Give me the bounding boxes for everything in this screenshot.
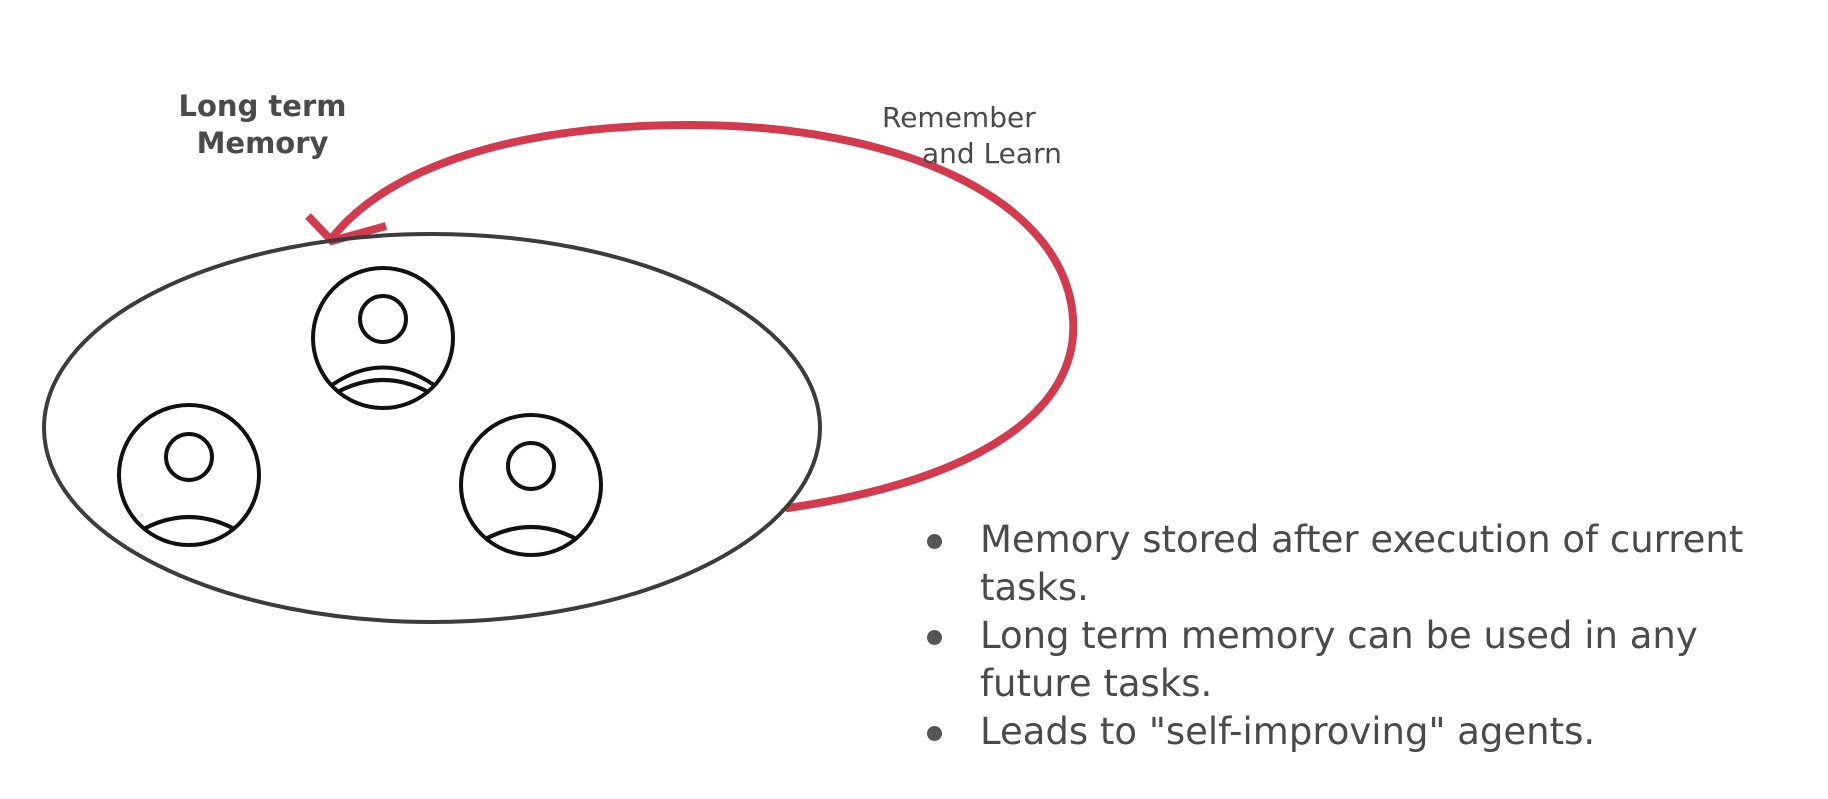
user-icon <box>459 413 603 557</box>
bullet-item: Leads to "self-improving" agents. <box>920 708 1820 756</box>
user-icon <box>117 403 261 547</box>
bullet-list: Memory stored after execution of current… <box>920 516 1820 756</box>
memory-title-line2: Memory <box>196 126 329 160</box>
arrow-label-line1: Remember <box>882 101 1036 134</box>
memory-ellipse <box>42 232 822 624</box>
bullet-text: Memory stored after execution of current… <box>980 518 1744 609</box>
bullet-item: Memory stored after execution of current… <box>920 516 1820 612</box>
bullet-item: Long term memory can be used in any futu… <box>920 612 1820 708</box>
feedback-arrow-curve <box>328 120 1078 512</box>
user-icon <box>311 266 455 410</box>
memory-title-line1: Long term <box>178 89 347 123</box>
bullet-dot-icon <box>927 726 942 741</box>
arrow-label-line2: and Learn <box>922 137 1062 170</box>
bullet-dot-icon <box>927 630 942 645</box>
bullet-text: Long term memory can be used in any futu… <box>980 614 1698 705</box>
memory-title: Long term Memory <box>150 88 375 162</box>
arrow-label: Remember and Learn <box>860 100 1062 172</box>
bullet-dot-icon <box>927 534 942 549</box>
bullet-text: Leads to "self-improving" agents. <box>980 710 1596 753</box>
